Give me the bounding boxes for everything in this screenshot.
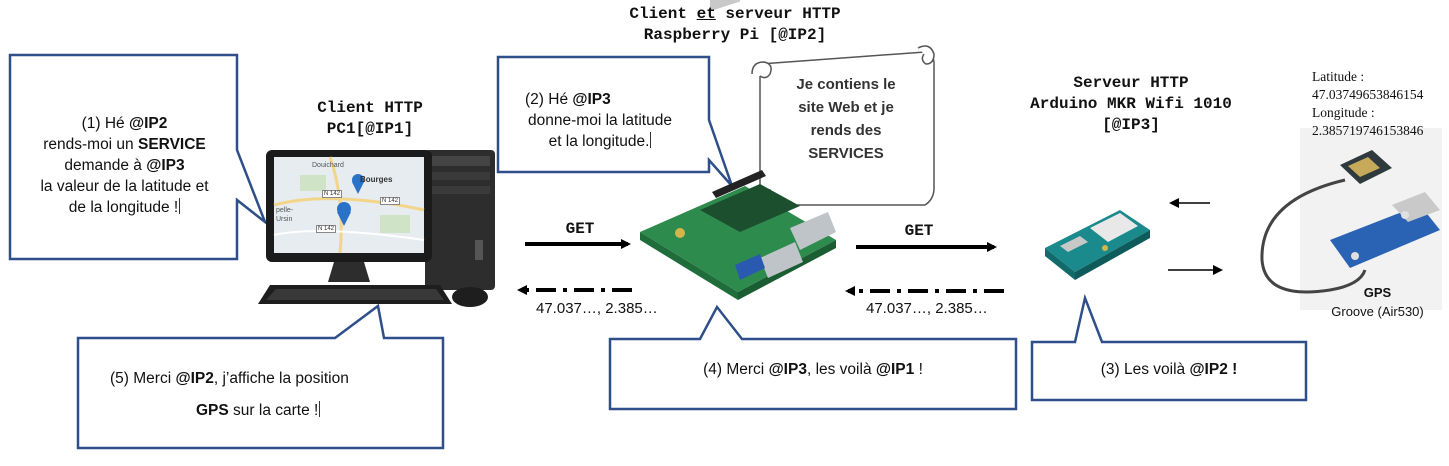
bubble-1-l2-bold: SERVICE <box>137 136 206 153</box>
bubble-1-l3-prefix: demande à <box>64 157 147 174</box>
center-title: Client et serveur HTTP Raspberry Pi [@IP… <box>560 4 910 46</box>
bubble-2-shape <box>496 55 734 187</box>
bubble-2-l1-prefix: (2) Hé <box>525 91 573 108</box>
map-label-town2: Bourges <box>360 175 393 184</box>
raspberry-pi-illustration <box>640 0 836 300</box>
map-label-town3: pelle- <box>276 207 294 214</box>
bubble-1-text: (1) Hé @IP2 rends-moi un SERVICE demande… <box>12 113 237 218</box>
bubble-5-l2-suffix: sur la carte ! <box>228 402 319 419</box>
left-title: Client HTTP PC1[@IP1] <box>270 98 470 140</box>
bubble-4-suffix: ! <box>914 361 923 378</box>
center-title-part-c: serveur HTTP <box>715 5 841 23</box>
scroll-l3: rends des <box>810 122 882 139</box>
map-road-label-3: N 142 <box>380 197 401 205</box>
map-road-label-2: N 142 <box>316 225 337 233</box>
gps-module-label: GPS Groove (Air530) <box>1310 283 1445 321</box>
center-title-part-b: et <box>696 5 716 23</box>
bubble-4-text: (4) Merci @IP3, les voilà @IP1 ! <box>612 359 1014 380</box>
gps-lat-value: 47.03749653846154 <box>1312 87 1424 102</box>
text-cursor <box>319 401 321 417</box>
bubble-5-l2-bold: GPS <box>196 402 229 419</box>
bubble-2-text: (2) Hé @IP3 donne-moi la latitude et la … <box>500 89 700 152</box>
bubble-1-l2-prefix: rends-moi un <box>43 136 138 153</box>
left-title-line1: Client HTTP <box>317 99 423 117</box>
center-title-part-a: Client <box>629 5 697 23</box>
bubble-4-shape <box>608 304 1018 411</box>
gps-module-title: GPS <box>1363 285 1392 300</box>
value-label-left: 47.037…, 2.385… <box>536 300 658 317</box>
bubble-3-shape <box>1030 293 1308 402</box>
gps-lon-value: 2.385719746153846 <box>1312 123 1424 138</box>
scroll-shape <box>750 45 935 208</box>
bubble-4-prefix: (4) Merci <box>703 361 769 378</box>
scroll-l1: Je contiens le <box>796 76 896 93</box>
bubble-1-l5: de la longitude ! <box>68 199 179 216</box>
gps-illustration <box>1260 128 1442 310</box>
map-label-town4: Ursin <box>276 216 293 223</box>
get-label-right: GET <box>904 222 934 240</box>
bubble-3-bold: @IP2 ! <box>1189 361 1238 378</box>
bubble-3-text: (3) Les voilà @IP2 ! <box>1034 359 1304 380</box>
bubble-3-prefix: (3) Les voilà <box>1100 361 1190 378</box>
scroll-l4: SERVICES <box>808 145 884 162</box>
bubble-5-shape <box>76 303 445 450</box>
map-label-town1: Douichard <box>312 162 344 169</box>
scroll-l2: site Web et je <box>798 99 894 116</box>
scroll-text: Je contiens le site Web et je rends des … <box>772 73 920 165</box>
bubble-1-l1-bold: @IP2 <box>128 115 168 132</box>
gps-module-sub: Groove (Air530) <box>1331 304 1424 319</box>
right-title: Serveur HTTP Arduino MKR Wifi 1010 [@IP3… <box>1000 73 1262 136</box>
bubble-5-l1-bold: @IP2 <box>175 370 214 387</box>
pc-illustration <box>258 150 495 307</box>
arduino-illustration <box>1045 210 1150 280</box>
bubble-5-l1-prefix: (5) Merci <box>110 370 176 387</box>
gps-readout: Latitude : 47.03749653846154 Longitude :… <box>1312 68 1447 140</box>
bubble-4-bold1: @IP3 <box>768 361 807 378</box>
bubble-2-l2: donne-moi la latitude <box>528 112 672 129</box>
bubble-5-l1-suffix: , j’affiche la position <box>213 370 349 387</box>
right-title-line2: Arduino MKR Wifi 1010 <box>1030 95 1232 113</box>
right-title-line3: [@IP3] <box>1102 116 1160 134</box>
bubble-2-l3: et la longitude. <box>548 133 650 150</box>
bubble-1-l4: la valeur de la latitude et <box>40 178 209 195</box>
value-label-right: 47.037…, 2.385… <box>866 300 988 317</box>
text-cursor <box>179 198 181 214</box>
map-road-label-1: N 142 <box>322 190 343 198</box>
gps-lat-label: Latitude : <box>1312 69 1365 84</box>
bubble-1-l1-prefix: (1) Hé <box>81 115 129 132</box>
bubble-2-l1-bold: @IP3 <box>572 91 611 108</box>
right-title-line1: Serveur HTTP <box>1073 74 1189 92</box>
text-cursor <box>650 132 652 148</box>
left-title-line2: PC1[@IP1] <box>326 120 414 138</box>
get-label-left: GET <box>565 220 595 238</box>
gps-lon-label: Longitude : <box>1312 105 1375 120</box>
bubble-4-bold2: @IP1 <box>875 361 915 378</box>
bubble-5-text: (5) Merci @IP2, j’affiche la position GP… <box>80 363 440 427</box>
bubble-1-shape <box>8 53 268 261</box>
bubble-1-l3-bold: @IP3 <box>146 157 185 174</box>
bubble-4-middle: , les voilà <box>806 361 876 378</box>
center-title-line2: Raspberry Pi [@IP2] <box>643 26 827 44</box>
